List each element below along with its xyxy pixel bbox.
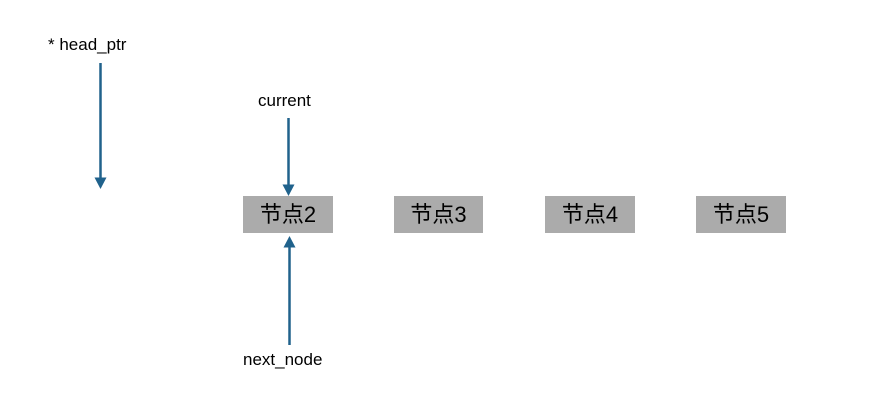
node-box-3-label: 节点3 [410,201,467,227]
node-box-2: 节点2 [243,196,333,233]
node-box-4: 节点4 [545,196,635,233]
current-arrow-icon [282,118,295,196]
head-ptr-label: * head_ptr [48,35,127,54]
next-node-arrow-icon [283,236,296,345]
next-node-label: next_node [243,350,323,369]
head-ptr-arrow-icon [94,63,107,189]
node-box-3: 节点3 [394,196,483,233]
node-box-5-label: 节点5 [712,201,770,227]
node-box-2-label: 节点2 [259,201,317,227]
node-box-4-label: 节点4 [561,201,619,227]
current-label: current [258,91,311,110]
node-box-5: 节点5 [696,196,786,233]
